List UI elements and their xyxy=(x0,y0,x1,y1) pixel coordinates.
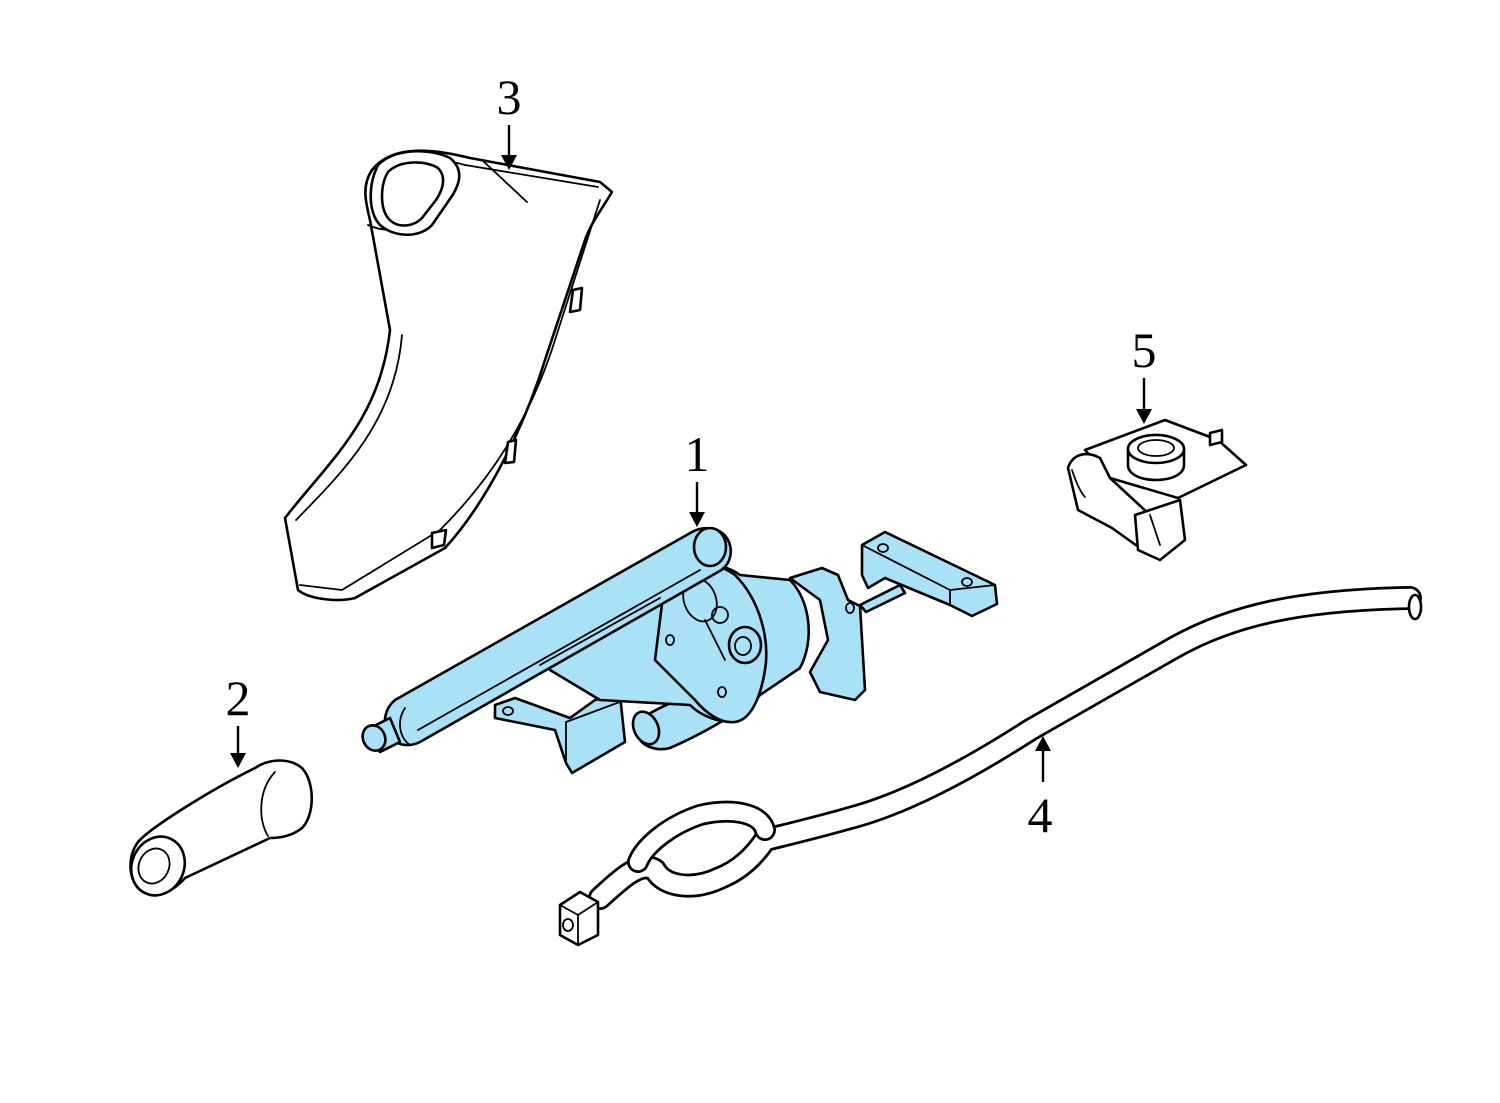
callout-1-label: 1 xyxy=(685,426,710,482)
callout-5-label: 5 xyxy=(1132,322,1157,378)
callout-4-label: 4 xyxy=(1028,787,1053,843)
callout-3-label: 3 xyxy=(497,69,522,125)
part-3-console-trim xyxy=(283,149,614,602)
callout-2-label: 2 xyxy=(226,670,251,726)
part-2-handle-grip xyxy=(129,759,313,897)
part-1-brake-lever-assembly xyxy=(361,526,999,775)
part-5-bracket xyxy=(1066,418,1248,562)
callout-arrows xyxy=(230,125,1152,782)
part-4-cable xyxy=(558,586,1423,947)
